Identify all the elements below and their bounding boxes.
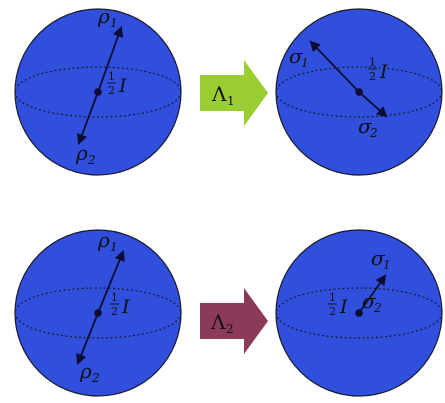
lambda-sub: 2 — [226, 322, 234, 336]
center-point — [355, 88, 363, 96]
identity-I: I — [339, 296, 348, 318]
half-numerator: 1 — [329, 291, 336, 304]
label-rho1: ρ — [97, 228, 110, 252]
vector-sigma2 — [358, 91, 388, 118]
center-point — [94, 88, 102, 96]
vector-sigma1 — [358, 274, 387, 314]
label-rho2-sub: 2 — [87, 153, 96, 167]
label-sigma1: σ — [289, 44, 304, 68]
label-sigma2-sub: 2 — [369, 126, 378, 140]
label-sigma1-sub: 1 — [383, 258, 391, 272]
equator — [14, 66, 182, 118]
half-denominator: 2 — [108, 84, 115, 97]
label-sigma1-sub: 1 — [301, 56, 309, 70]
vector-rho2 — [76, 312, 99, 366]
lambda-sub: 1 — [227, 94, 235, 108]
half-numerator: 1 — [108, 70, 115, 83]
label-rho2: ρ — [79, 359, 92, 383]
label-rho1-sub: 1 — [110, 16, 118, 30]
vector-sigma1 — [309, 40, 360, 93]
equator — [275, 287, 443, 339]
half-numerator: 1 — [369, 56, 376, 69]
half-denominator: 2 — [111, 305, 118, 318]
label-sigma2-sub: 2 — [373, 301, 382, 315]
identity-I: I — [379, 61, 388, 83]
label-rho2: ρ — [75, 141, 88, 165]
label-rho1: ρ — [97, 4, 110, 28]
label-sigma2: σ — [358, 114, 373, 138]
label-sigma1: σ — [371, 246, 386, 270]
label-rho1-sub: 1 — [110, 240, 118, 254]
center-point — [355, 309, 363, 317]
half-denominator: 2 — [329, 305, 336, 318]
vector-rho1 — [97, 25, 124, 93]
center-point — [94, 309, 102, 317]
equator — [275, 66, 443, 118]
identity-I: I — [118, 75, 127, 97]
sphere-top-left: ρ 1 ρ 2 1 2 I — [14, 4, 182, 176]
label-rho2-sub: 2 — [91, 371, 100, 385]
arrow-shape — [200, 60, 268, 126]
sphere-bottom-left: ρ 1 ρ 2 1 2 I — [14, 228, 182, 397]
channel-arrow-lambda1: Λ 1 — [200, 60, 268, 126]
sphere-top-right: σ 1 σ 2 1 2 I — [275, 8, 443, 176]
half-numerator: 1 — [111, 291, 118, 304]
arrow-shape — [200, 288, 268, 354]
half-denominator: 2 — [369, 70, 376, 83]
identity-I: I — [121, 296, 130, 318]
channel-arrow-lambda2: Λ 2 — [200, 288, 268, 354]
vector-rho2 — [76, 91, 99, 146]
lambda-symbol: Λ — [211, 82, 227, 106]
label-sigma2: σ — [362, 289, 377, 313]
vector-rho1 — [97, 250, 125, 314]
lambda-symbol: Λ — [210, 310, 226, 334]
equator — [14, 287, 182, 339]
sphere-bottom-right: σ 1 σ 2 1 2 I — [275, 229, 443, 397]
